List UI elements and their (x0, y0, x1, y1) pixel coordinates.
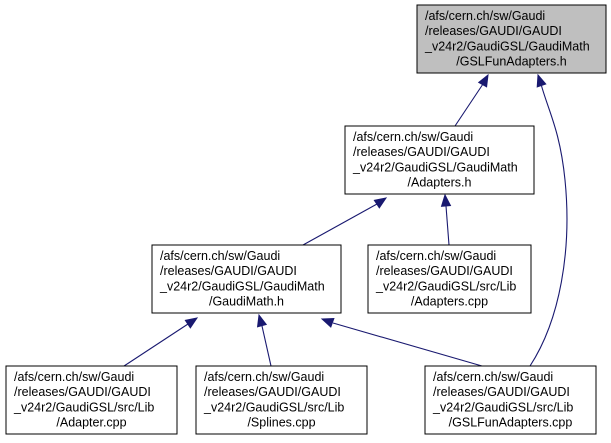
node-box (424, 365, 597, 435)
node-adapter-cpp[interactable]: /afs/cern.ch/sw/Gaudi/releases/GAUDI/GAU… (5, 365, 178, 435)
node-adapters-cpp[interactable]: /afs/cern.ch/sw/Gaudi/releases/GAUDI/GAU… (367, 244, 532, 314)
edge-line (302, 203, 378, 246)
node-label-line: /afs/cern.ch/sw/Gaudi (14, 370, 134, 384)
node-label-line: /releases/GAUDI/GAUDI (376, 264, 513, 278)
arrowhead-icon (477, 73, 489, 88)
node-label-line: /releases/GAUDI/GAUDI (204, 385, 341, 399)
node-label-line: _v24r2/GaudiGSL/src/Lib (375, 279, 516, 293)
edge-line (445, 205, 450, 246)
node-label-line: /releases/GAUDI/GAUDI (14, 385, 151, 399)
node-label-line: /afs/cern.ch/sw/Gaudi (376, 249, 496, 263)
node-label-line: _v24r2/GaudiGSL/GaudiMath (424, 39, 590, 53)
node-label-line: /releases/GAUDI/GAUDI (160, 264, 297, 278)
node-label-line: /afs/cern.ch/sw/Gaudi (433, 370, 553, 384)
node-label-line: /afs/cern.ch/sw/Gaudi (353, 130, 473, 144)
node-box (5, 365, 178, 435)
node-box (367, 244, 532, 314)
node-label-line: /GSLFunAdapters.h (456, 55, 567, 69)
edge-adapters_h-to-gslfunadapters_h (454, 73, 489, 127)
edge-line (529, 83, 568, 367)
arrowhead-icon (256, 313, 268, 328)
node-adapters-h[interactable]: /afs/cern.ch/sw/Gaudi/releases/GAUDI/GAU… (344, 125, 535, 195)
node-box (151, 244, 342, 314)
node-label-line: /Adapters.cpp (411, 295, 488, 309)
node-label-line: /Splines.cpp (247, 416, 315, 430)
node-label-line: _v24r2/GaudiGSL/src/Lib (432, 400, 573, 414)
edge-gslfunadapters_cpp-to-gslfunadapters_h (529, 73, 568, 367)
arrowhead-icon (373, 197, 388, 209)
nodes-layer: /afs/cern.ch/sw/Gaudi/releases/GAUDI/GAU… (5, 4, 607, 435)
node-gaudimath-h[interactable]: /afs/cern.ch/sw/Gaudi/releases/GAUDI/GAU… (151, 244, 342, 314)
node-label-line: /afs/cern.ch/sw/Gaudi (425, 9, 545, 23)
edge-line (261, 325, 272, 367)
node-label-line: _v24r2/GaudiGSL/src/Lib (13, 400, 154, 414)
edge-gaudimath_h-to-adapters_h (302, 197, 388, 246)
node-label-line: _v24r2/GaudiGSL/GaudiMath (159, 279, 325, 293)
node-gslfunadapters-cpp[interactable]: /afs/cern.ch/sw/Gaudi/releases/GAUDI/GAU… (424, 365, 597, 435)
node-label-line: /afs/cern.ch/sw/Gaudi (160, 249, 280, 263)
arrowhead-icon (320, 318, 335, 328)
edge-adapter_cpp-to-gaudimath_h (123, 317, 199, 367)
node-box (344, 125, 535, 195)
node-label-line: /releases/GAUDI/GAUDI (425, 24, 562, 38)
node-box (195, 365, 368, 435)
edge-adapters_cpp-to-adapters_h (440, 193, 452, 246)
node-label-line: /Adapters.h (408, 176, 472, 190)
node-splines-cpp[interactable]: /afs/cern.ch/sw/Gaudi/releases/GAUDI/GAU… (195, 365, 368, 435)
edge-line (123, 323, 189, 367)
node-label-line: /Adapter.cpp (56, 416, 126, 430)
edge-line (454, 83, 484, 127)
node-label-line: _v24r2/GaudiGSL/src/Lib (203, 400, 344, 414)
arrowhead-icon (184, 317, 199, 329)
node-label-line: /GaudiMath.h (209, 295, 284, 309)
edge-gslfunadapters_cpp-to-gaudimath_h (320, 318, 483, 367)
edges-layer (123, 73, 568, 367)
arrowhead-icon (536, 73, 547, 88)
arrowhead-icon (440, 193, 452, 207)
node-label-line: /afs/cern.ch/sw/Gaudi (204, 370, 324, 384)
node-gslfunadapters-h[interactable]: /afs/cern.ch/sw/Gaudi/releases/GAUDI/GAU… (416, 4, 607, 74)
node-label-line: /releases/GAUDI/GAUDI (433, 385, 570, 399)
node-label-line: /releases/GAUDI/GAUDI (353, 145, 490, 159)
node-box (416, 4, 607, 74)
edge-line (332, 322, 483, 367)
node-label-line: _v24r2/GaudiGSL/GaudiMath (352, 160, 518, 174)
edge-splines_cpp-to-gaudimath_h (256, 313, 272, 367)
node-label-line: /GSLFunAdapters.cpp (449, 416, 573, 430)
